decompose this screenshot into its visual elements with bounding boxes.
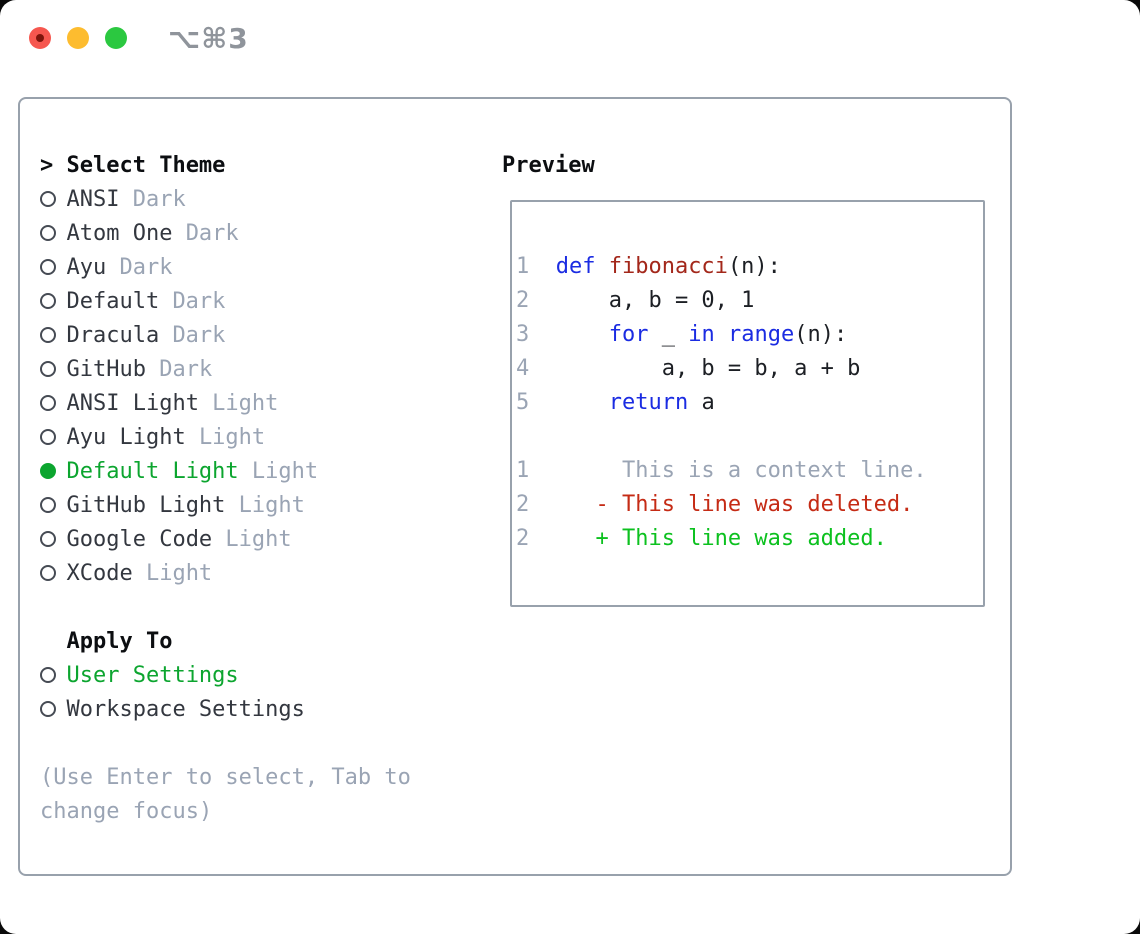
help-text: (Use Enter to select, Tab to change focu… xyxy=(40,765,411,824)
titlebar: ⌥⌘3 xyxy=(0,0,1140,76)
radio-icon xyxy=(40,353,66,387)
line-number: 1 xyxy=(516,458,530,483)
line-number: 2 xyxy=(516,526,530,551)
code-line-blank xyxy=(516,420,979,454)
spacer xyxy=(40,591,411,625)
line-number: 5 xyxy=(516,390,530,415)
theme-list-header: > Select Theme xyxy=(40,149,411,183)
theme-variant-badge: Light xyxy=(145,561,213,586)
radio-icon xyxy=(40,285,66,319)
radio-icon xyxy=(40,693,66,727)
apply-option-workspace-settings[interactable]: Workspace Settings xyxy=(40,693,411,727)
code-line: 4 a, b = b, a + b xyxy=(516,352,979,386)
apply-option-user-settings[interactable]: User Settings xyxy=(40,659,411,693)
close-button-icon[interactable] xyxy=(29,27,51,49)
radio-icon xyxy=(40,183,66,217)
theme-variant-badge: Dark xyxy=(132,187,186,212)
theme-list-title: Select Theme xyxy=(66,153,226,178)
code-line: 5 return a xyxy=(516,386,979,420)
radio-icon xyxy=(40,523,66,557)
focus-caret-icon: > xyxy=(40,153,54,178)
theme-variant-badge: Dark xyxy=(185,221,239,246)
radio-icon xyxy=(40,421,66,455)
theme-variant-badge: Dark xyxy=(159,357,213,382)
window-title: ⌥⌘3 xyxy=(168,22,249,55)
diff-added-line: 2 + This line was added. xyxy=(516,522,979,556)
theme-variant-badge: Dark xyxy=(119,255,173,280)
radio-icon xyxy=(40,251,66,285)
apply-to-title: Apply To xyxy=(66,629,173,654)
line-number: 3 xyxy=(516,322,530,347)
theme-variant-badge: Light xyxy=(238,493,305,518)
spacer xyxy=(40,727,411,761)
theme-variant-badge: Dark xyxy=(172,289,226,314)
preview-title: Preview xyxy=(502,153,595,178)
diff-context-line: 1 This is a context line. xyxy=(516,454,979,488)
diff-deleted-line: 2 - This line was deleted. xyxy=(516,488,979,522)
code-line: 2 a, b = 0, 1 xyxy=(516,284,979,318)
radio-selected-icon xyxy=(40,455,66,489)
line-number: 2 xyxy=(516,288,530,313)
radio-selected-icon xyxy=(40,659,66,693)
line-number: 1 xyxy=(516,254,530,279)
theme-variant-badge: Light xyxy=(212,391,279,416)
theme-variant-badge: Dark xyxy=(172,323,226,348)
line-number: 4 xyxy=(516,356,530,381)
radio-icon xyxy=(40,217,66,251)
code-line: 3 for _ in range(n): xyxy=(516,318,979,352)
apply-to-header: Apply To xyxy=(40,625,411,659)
radio-icon xyxy=(40,489,66,523)
theme-variant-badge: Light xyxy=(251,459,319,484)
line-number: 2 xyxy=(516,492,530,517)
radio-icon xyxy=(40,319,66,353)
minimize-button-icon[interactable] xyxy=(67,27,89,49)
zoom-button-icon[interactable] xyxy=(105,27,127,49)
radio-icon xyxy=(40,557,66,591)
theme-variant-badge: Light xyxy=(198,425,266,450)
theme-variant-badge: Light xyxy=(225,527,292,552)
radio-icon xyxy=(40,387,66,421)
